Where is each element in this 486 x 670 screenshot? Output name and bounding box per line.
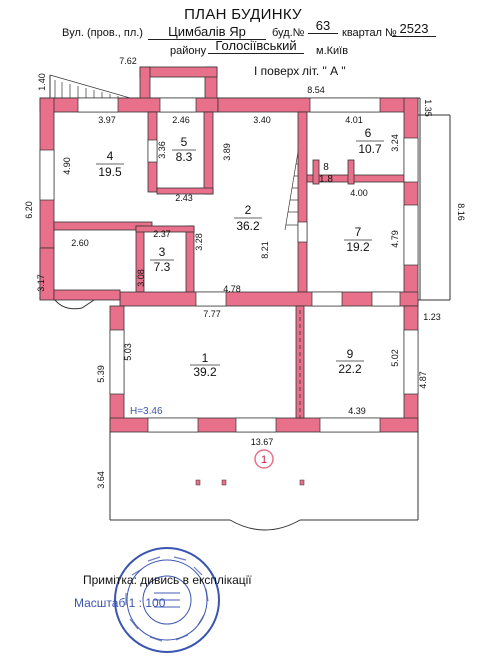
street-label: Вул. (пров., пл.) <box>62 27 143 39</box>
building-label: буд.№ <box>272 27 305 39</box>
dim-3-08: 3.08 <box>136 269 146 287</box>
dim-8-16: 8.16 <box>456 203 466 221</box>
dim-6-20: 6.20 <box>24 201 34 219</box>
dim-3-36: 3.36 <box>157 141 167 159</box>
dim-3-64: 3.64 <box>96 471 106 489</box>
room-1-area: 39.2 <box>193 365 217 379</box>
room-2-area: 36.2 <box>236 219 260 233</box>
district-label: району <box>170 45 207 57</box>
block-value: 2523 <box>392 21 436 37</box>
scale-label: Масштаб 1 : 100 <box>74 596 166 610</box>
dim-4-79: 4.79 <box>390 230 400 248</box>
room-3-number: 3 <box>159 245 166 259</box>
room-7-number: 7 <box>355 225 362 239</box>
terrace-marker-label: 1 <box>261 454 267 466</box>
dim-13-67: 13.67 <box>251 437 274 447</box>
room-6-number: 6 <box>365 126 372 140</box>
terrace-marker-circle <box>254 449 274 469</box>
room-5-area: 8.3 <box>176 150 193 164</box>
building-value: 63 <box>308 18 338 34</box>
room-3-area: 7.3 <box>154 260 171 274</box>
dim-5-39: 5.39 <box>96 365 106 383</box>
city: м.Київ <box>316 45 349 57</box>
dim-2-43: 2.43 <box>175 193 193 203</box>
dim-7-62: 7.62 <box>119 56 137 66</box>
dim-3-17: 3.17 <box>36 274 46 292</box>
dim-4-78: 4.78 <box>223 284 241 294</box>
room-2-number: 2 <box>245 203 252 217</box>
dim-3-97: 3.97 <box>98 115 116 125</box>
room-8-area: 1.8 <box>319 174 333 185</box>
dim-1-23: 1.23 <box>423 312 441 322</box>
room-9-number: 9 <box>347 347 354 361</box>
room-7-area: 19.2 <box>346 240 370 254</box>
dim-4-00: 4.00 <box>350 188 368 198</box>
dim-8-54: 8.54 <box>307 85 325 95</box>
room-5-number: 5 <box>181 135 188 149</box>
dim-3-28: 3.28 <box>194 233 204 251</box>
dim-2-60: 2.60 <box>71 238 89 248</box>
dim-4-01: 4.01 <box>345 115 363 125</box>
footnote: Примітка: дивись в експлікації <box>83 573 252 587</box>
street-value: Цимбалів Яр <box>148 24 268 40</box>
room-1-number: 1 <box>202 351 209 365</box>
dim-1-35: 1.35 <box>423 99 433 117</box>
plan-title: ПЛАН БУДИНКУ <box>184 6 302 23</box>
dim-3-40: 3.40 <box>253 115 271 125</box>
dim-5-03: 5.03 <box>123 343 133 361</box>
dim-1-40: 1.40 <box>37 73 47 91</box>
dim-2-37: 2.37 <box>153 229 171 239</box>
room-6-area: 10.7 <box>358 142 382 156</box>
dim-8-21: 8.21 <box>260 241 270 259</box>
height-note: H=3.46 <box>130 406 163 417</box>
room-4-area: 19.5 <box>98 165 122 179</box>
dim-7-77: 7.77 <box>203 309 221 319</box>
dim-4-87: 4.87 <box>418 371 428 389</box>
floor-label: І поверх <box>254 64 300 78</box>
room-8-number: 8 <box>323 162 329 173</box>
block-label: квартал № <box>342 27 397 39</box>
dim-3-24: 3.24 <box>390 134 400 152</box>
dim-3-89: 3.89 <box>222 143 232 161</box>
room-4-number: 4 <box>107 149 114 163</box>
letter-label: літ. " А " <box>302 64 346 78</box>
dim-4-39: 4.39 <box>348 406 366 416</box>
room-9-area: 22.2 <box>338 362 362 376</box>
dim-5-02: 5.02 <box>390 349 400 367</box>
official-stamp <box>114 547 220 653</box>
dim-2-46: 2.46 <box>172 115 190 125</box>
district-value: Голосіївський <box>208 38 304 54</box>
dim-4-90: 4.90 <box>62 157 72 175</box>
